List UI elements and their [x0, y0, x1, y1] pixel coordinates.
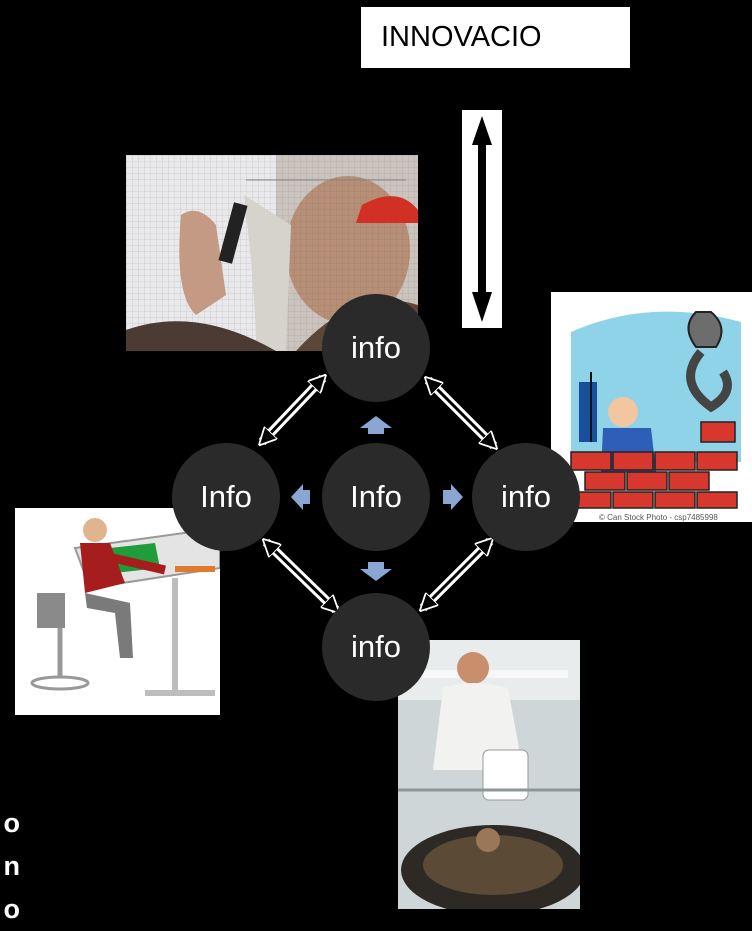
side-text-line: n [3, 851, 21, 881]
diagram-arrows [0, 110, 502, 909]
innovacio-label: INNOVACIO [361, 7, 630, 68]
arrow-top-right [431, 383, 491, 443]
side-text-fragment: o n o [0, 802, 21, 931]
arrow-up-small [360, 416, 392, 434]
innovation-double-arrow [462, 110, 502, 328]
node-center-info: Info [322, 443, 430, 551]
watermark-text: © Can Stock Photo - csp7485998 [599, 513, 718, 522]
node-right-info: info [472, 443, 580, 551]
lab-technician-photo [398, 640, 580, 909]
arrow-bottom-right [426, 544, 487, 605]
arrow-bottom-left [269, 545, 333, 607]
arrow-top-left [265, 381, 320, 439]
arrow-left-small [291, 484, 310, 510]
node-bottom-info: info [322, 593, 430, 701]
arrow-down-small [360, 562, 392, 581]
drafter-at-desk-clipart [15, 508, 220, 715]
side-text-line: o [3, 808, 21, 838]
crane-bricklayer-clipart: © Can Stock Photo - csp7485998 [551, 292, 752, 522]
side-text-line: o [3, 894, 21, 924]
node-left-info: Info [172, 443, 280, 551]
arrow-right-small [443, 484, 463, 510]
node-top-info: info [322, 294, 430, 402]
center-arrows [291, 416, 463, 581]
